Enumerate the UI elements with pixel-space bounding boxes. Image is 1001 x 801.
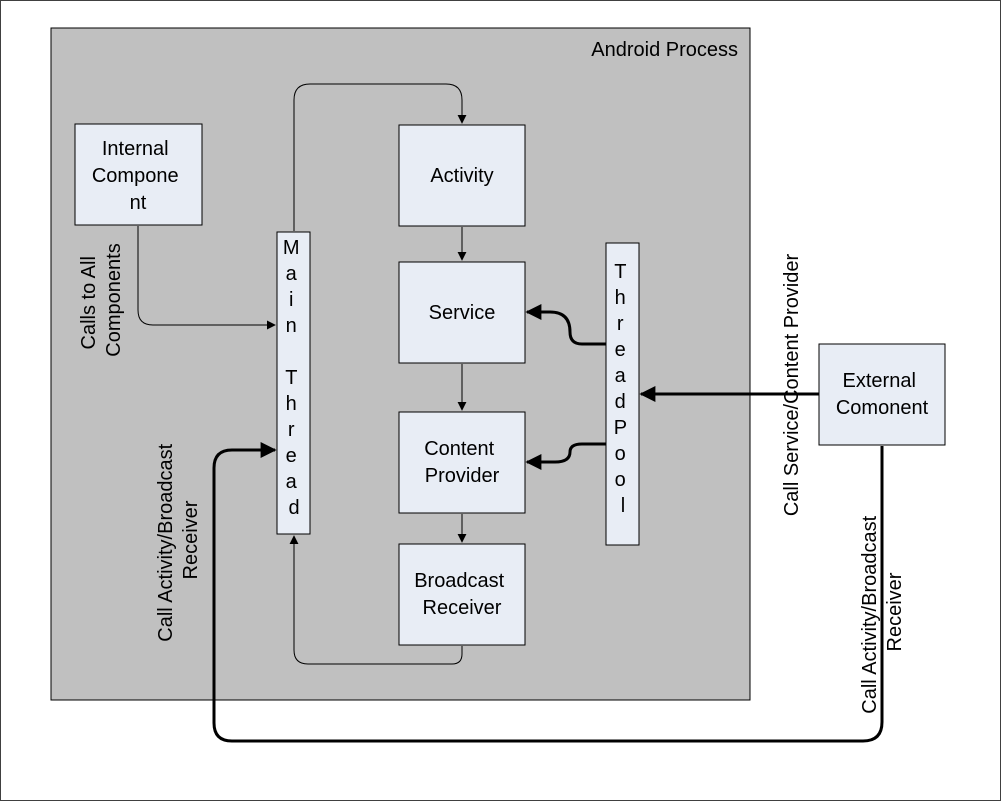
service-box: [398, 261, 526, 364]
thread-pool-label: T h r e a d P o o l: [614, 261, 633, 517]
external-component-label: External Comonent: [836, 370, 929, 419]
main-thread-bar: [276, 231, 311, 535]
call-service-content-provider-label: Call Service/Content Provider: [781, 253, 803, 516]
android-process-label: Android Process: [591, 39, 738, 61]
service-label: Service: [429, 302, 496, 324]
arrow-thread-pool-to-content-provider: [525, 442, 606, 470]
broadcast-receiver-label: Broadcast Receiver: [414, 570, 510, 619]
content-provider-box: [398, 411, 526, 514]
activity-box: [398, 124, 526, 227]
arrow-thread-pool-to-service: [525, 304, 606, 346]
arrow-internal-to-main-thread: [137, 226, 276, 330]
arrow-broadcast-to-main-thread: [289, 535, 463, 665]
content-provider-label: Content Provider: [424, 438, 500, 487]
internal-component-label: Internal Compone nt: [92, 138, 184, 214]
thread-pool-bar: [605, 242, 640, 546]
calls-to-all-components-label: Calls to All Components: [78, 243, 125, 356]
arrow-main-thread-to-activity: [293, 83, 467, 231]
call-activity-broadcast-left-label: Call Activity/Broadcast Receiver: [155, 438, 202, 641]
external-component-box: [818, 343, 946, 446]
arrow-external-to-main-thread: [212, 442, 884, 743]
main-thread-label: M a i n T h r e a d: [283, 237, 305, 519]
call-activity-broadcast-right-label: Call Activity/Broadcast Receiver: [859, 510, 906, 713]
internal-component-box: [74, 123, 203, 226]
activity-label: Activity: [430, 165, 493, 187]
broadcast-receiver-box: [398, 543, 526, 646]
